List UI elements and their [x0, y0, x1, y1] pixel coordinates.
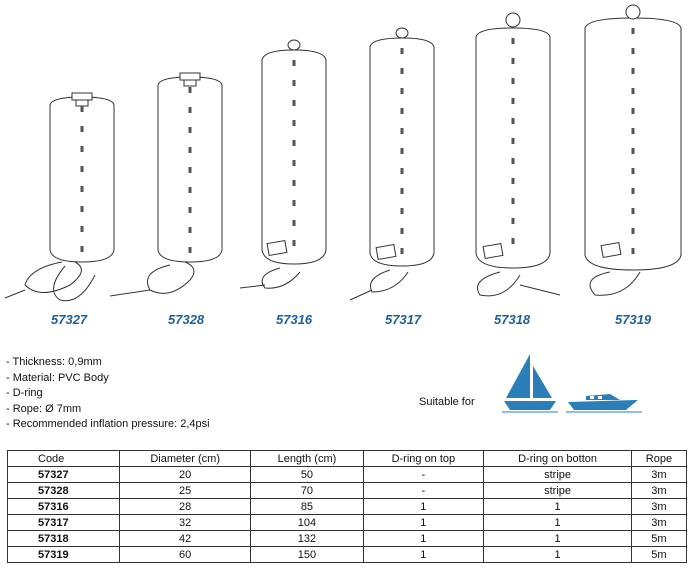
- product-code-label: 57328: [168, 312, 205, 327]
- column-header-dring-top: D-ring on top: [362, 450, 485, 467]
- cell-dring-bottom: 1: [483, 498, 632, 515]
- product-code-label: 57319: [615, 312, 652, 327]
- cell-rope: 3m: [630, 482, 688, 499]
- column-header-code: Code: [7, 450, 120, 467]
- cell-dring-top: 1: [362, 530, 485, 547]
- sailboat-icon: [502, 354, 558, 413]
- cell-length: 50: [250, 466, 364, 483]
- cell-length: 132: [250, 530, 364, 547]
- cell-length: 104: [250, 514, 364, 531]
- cell-code: 57328: [7, 482, 120, 499]
- spec-item: - Recommended inflation pressure: 2,4psi: [6, 418, 210, 430]
- fender-57318-image: [475, 12, 561, 297]
- fender-57316-image: [239, 39, 327, 289]
- cell-code: 57317: [7, 514, 120, 531]
- cell-dring-bottom: 1: [483, 514, 632, 531]
- motorboat-icon: [566, 394, 642, 413]
- cell-diameter: 60: [118, 546, 252, 563]
- cell-rope: 3m: [630, 498, 688, 515]
- cell-length: 85: [250, 498, 364, 515]
- column-header-rope: Rope: [630, 450, 688, 467]
- table-row: 57319 60 150 1 1 5m: [7, 546, 688, 563]
- fender-57327-image: [4, 92, 115, 302]
- table-header-row: Code Diameter (cm) Length (cm) D-ring on…: [7, 450, 688, 467]
- spec-item: - Thickness: 0,9mm: [6, 356, 102, 368]
- cell-diameter: 32: [118, 514, 252, 531]
- cell-length: 70: [250, 482, 364, 499]
- cell-diameter: 20: [118, 466, 252, 483]
- cell-code: 57316: [7, 498, 120, 515]
- product-code-label: 57327: [51, 312, 88, 327]
- fender-illustrations: [4, 4, 682, 302]
- cell-dring-bottom: stripe: [483, 466, 632, 483]
- spec-item: - Rope: Ø 7mm: [6, 402, 82, 415]
- cell-dring-bottom: 1: [483, 546, 632, 563]
- column-header-length: Length (cm): [250, 450, 364, 467]
- column-header-dring-bottom: D-ring on botton: [483, 450, 632, 467]
- cell-dring-bottom: 1: [483, 530, 632, 547]
- cell-diameter: 42: [118, 530, 252, 547]
- fender-57317-image: [349, 27, 435, 301]
- product-code-label: 57316: [276, 312, 313, 327]
- cell-diameter: 25: [118, 482, 252, 499]
- fender-57328-image: [109, 72, 223, 297]
- product-spec-table: Code Diameter (cm) Length (cm) D-ring on…: [7, 450, 688, 563]
- table-row: 57317 32 104 1 1 3m: [7, 514, 688, 531]
- cell-rope: 3m: [630, 466, 688, 483]
- cell-rope: 5m: [630, 546, 688, 563]
- cell-dring-top: 1: [362, 514, 485, 531]
- fender-57319-image: [584, 4, 682, 296]
- cell-dring-top: 1: [362, 498, 485, 515]
- cell-dring-bottom: stripe: [483, 482, 632, 499]
- suitable-for-label: Suitable for: [419, 396, 475, 408]
- table-row: 57316 28 85 1 1 3m: [7, 498, 688, 515]
- cell-dring-top: 1: [362, 546, 485, 563]
- cell-rope: 5m: [630, 530, 688, 547]
- product-code-label: 57318: [494, 312, 531, 327]
- cell-dring-top: -: [362, 482, 485, 499]
- table-row: 57318 42 132 1 1 5m: [7, 530, 688, 547]
- cell-code: 57318: [7, 530, 120, 547]
- spec-item: - D-ring: [6, 387, 43, 399]
- cell-dring-top: -: [362, 466, 485, 483]
- specifications-list: - Thickness: 0,9mm - Material: PVC Body …: [6, 355, 210, 433]
- spec-item: - Material: PVC Body: [6, 371, 109, 384]
- table-row: 57327 20 50 - stripe 3m: [7, 466, 688, 483]
- column-header-diameter: Diameter (cm): [118, 450, 252, 467]
- cell-length: 150: [250, 546, 364, 563]
- cell-code: 57327: [7, 466, 120, 483]
- product-code-label: 57317: [385, 312, 422, 327]
- table-row: 57328 25 70 - stripe 3m: [7, 482, 688, 499]
- cell-diameter: 28: [118, 498, 252, 515]
- cell-code: 57319: [7, 546, 120, 563]
- cell-rope: 3m: [630, 514, 688, 531]
